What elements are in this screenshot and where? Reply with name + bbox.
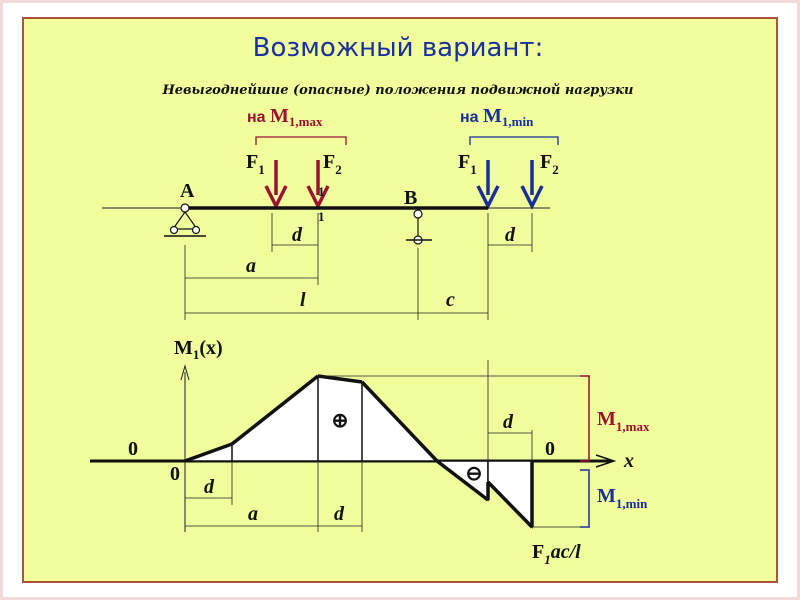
max-prefix: на: [247, 109, 270, 126]
arrow-down-icon: [520, 185, 544, 210]
min-value-label: F1ac/l: [532, 541, 581, 567]
m1min-label: M1,min: [597, 485, 648, 511]
min-subscript: 1,min: [502, 114, 534, 129]
arrow-down-icon: [306, 185, 330, 210]
upper-dimensions: [184, 213, 533, 320]
min-arrows: [476, 160, 544, 210]
y-axis-arrow-icon: [180, 364, 190, 381]
support-a-label: A: [180, 180, 195, 202]
arrow-down-icon: [264, 185, 288, 210]
zero-left-upper: 0: [128, 438, 138, 460]
min-symbol: M: [483, 105, 502, 127]
force-f2-min-label: F: [540, 151, 552, 173]
plus-sign-icon: ⊕: [332, 410, 349, 432]
support-b-label: B: [404, 187, 417, 209]
max-bracket: [255, 136, 347, 145]
svg-text:F1: F1: [458, 151, 477, 177]
dim-a-lower: a: [248, 503, 258, 525]
dim-c: c: [446, 289, 455, 311]
force-f1-min-label: F: [458, 151, 470, 173]
m1max-label: M1,max: [597, 408, 650, 434]
min-position-label: на M1,min: [460, 105, 534, 129]
max-arrows: [264, 160, 330, 210]
dim-d-lower-left: d: [204, 476, 215, 498]
svg-text:F1: F1: [246, 151, 265, 177]
svg-text:на M1,min: на M1,min: [460, 105, 534, 129]
section-mark-bottom: 1: [318, 209, 325, 224]
max-subscript: 1,max: [289, 114, 323, 129]
zero-right: 0: [545, 438, 555, 460]
max-position-label: на M1,max: [247, 105, 323, 129]
diagram-xlabel: x: [623, 450, 634, 472]
support-a: [164, 203, 206, 237]
dim-d-left: d: [292, 224, 303, 246]
minus-sign-icon: ⊖: [466, 463, 483, 485]
section-mark-top: 1: [318, 184, 325, 199]
dim-d-lower-right: d: [503, 411, 514, 433]
min-bracket: [469, 136, 559, 145]
arrow-down-icon: [476, 185, 500, 210]
max-range-bracket: [580, 375, 590, 462]
x-axis-arrow-icon: [595, 454, 617, 468]
force-labels: F1 F2 F1 F2: [246, 151, 559, 177]
max-symbol: M: [270, 105, 289, 127]
support-b: [406, 209, 432, 245]
dim-a-upper: a: [246, 255, 256, 277]
dim-d-lower-mid: d: [334, 503, 345, 525]
subtitle: Невыгоднейшие (опасные) положения подвиж…: [161, 83, 633, 98]
svg-text:F2: F2: [323, 151, 342, 177]
svg-text:F2: F2: [540, 151, 559, 177]
force-f2-label: F: [323, 151, 335, 173]
page-title: Возможный вариант:: [253, 33, 544, 63]
slide: [22, 17, 778, 583]
force-f1-label: F: [246, 151, 258, 173]
negative-region: [434, 459, 534, 529]
min-range-bracket: [580, 469, 590, 528]
dim-d-right: d: [505, 224, 516, 246]
svg-text:на M1,max: на M1,max: [247, 105, 323, 129]
dim-l: l: [300, 289, 306, 311]
diagram-ylabel: M1(x): [174, 337, 223, 362]
zero-origin: 0: [170, 463, 180, 485]
positive-region: [184, 374, 439, 463]
min-prefix: на: [460, 109, 483, 126]
